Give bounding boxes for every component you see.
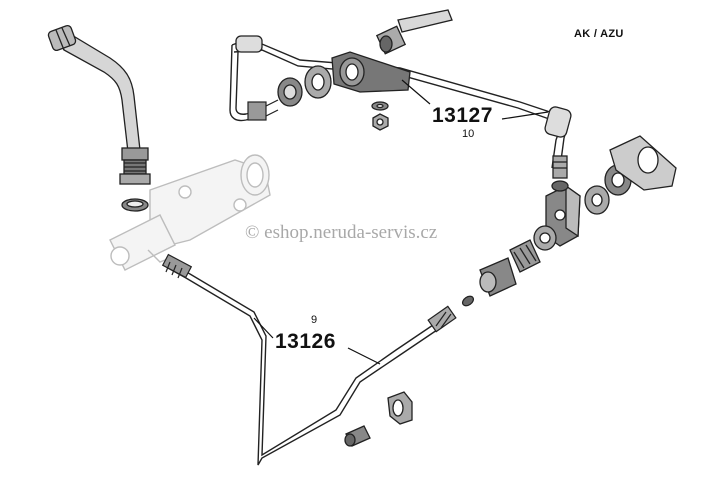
flex-hose-top (375, 9, 453, 55)
pipe-fitting-right (427, 295, 475, 333)
union-bolt-left (247, 99, 279, 121)
part-number-13126[interactable]: 13126 (275, 330, 336, 353)
brake-pipe-13127 (229, 41, 567, 169)
pipe-clip (344, 391, 413, 447)
part-qty-13127: 10 (462, 128, 475, 140)
part-number-13127[interactable]: 13127 (432, 104, 493, 127)
mounting-bracket (277, 51, 411, 131)
watermark-text: © eshop.neruda-servis.cz (245, 222, 438, 243)
pipe-union-block (479, 135, 677, 297)
brake-pipe-13126 (167, 263, 456, 466)
part-qty-13126: 9 (311, 314, 318, 326)
cylinder-seal-ring (121, 198, 149, 212)
flex-hose-left (47, 24, 151, 185)
pipe-elbow-top (235, 35, 572, 179)
variant-label: AK / AZU (574, 28, 624, 40)
leader-lines (253, 79, 549, 365)
master-cylinder (109, 154, 271, 271)
pipe-fitting-left (161, 253, 193, 279)
